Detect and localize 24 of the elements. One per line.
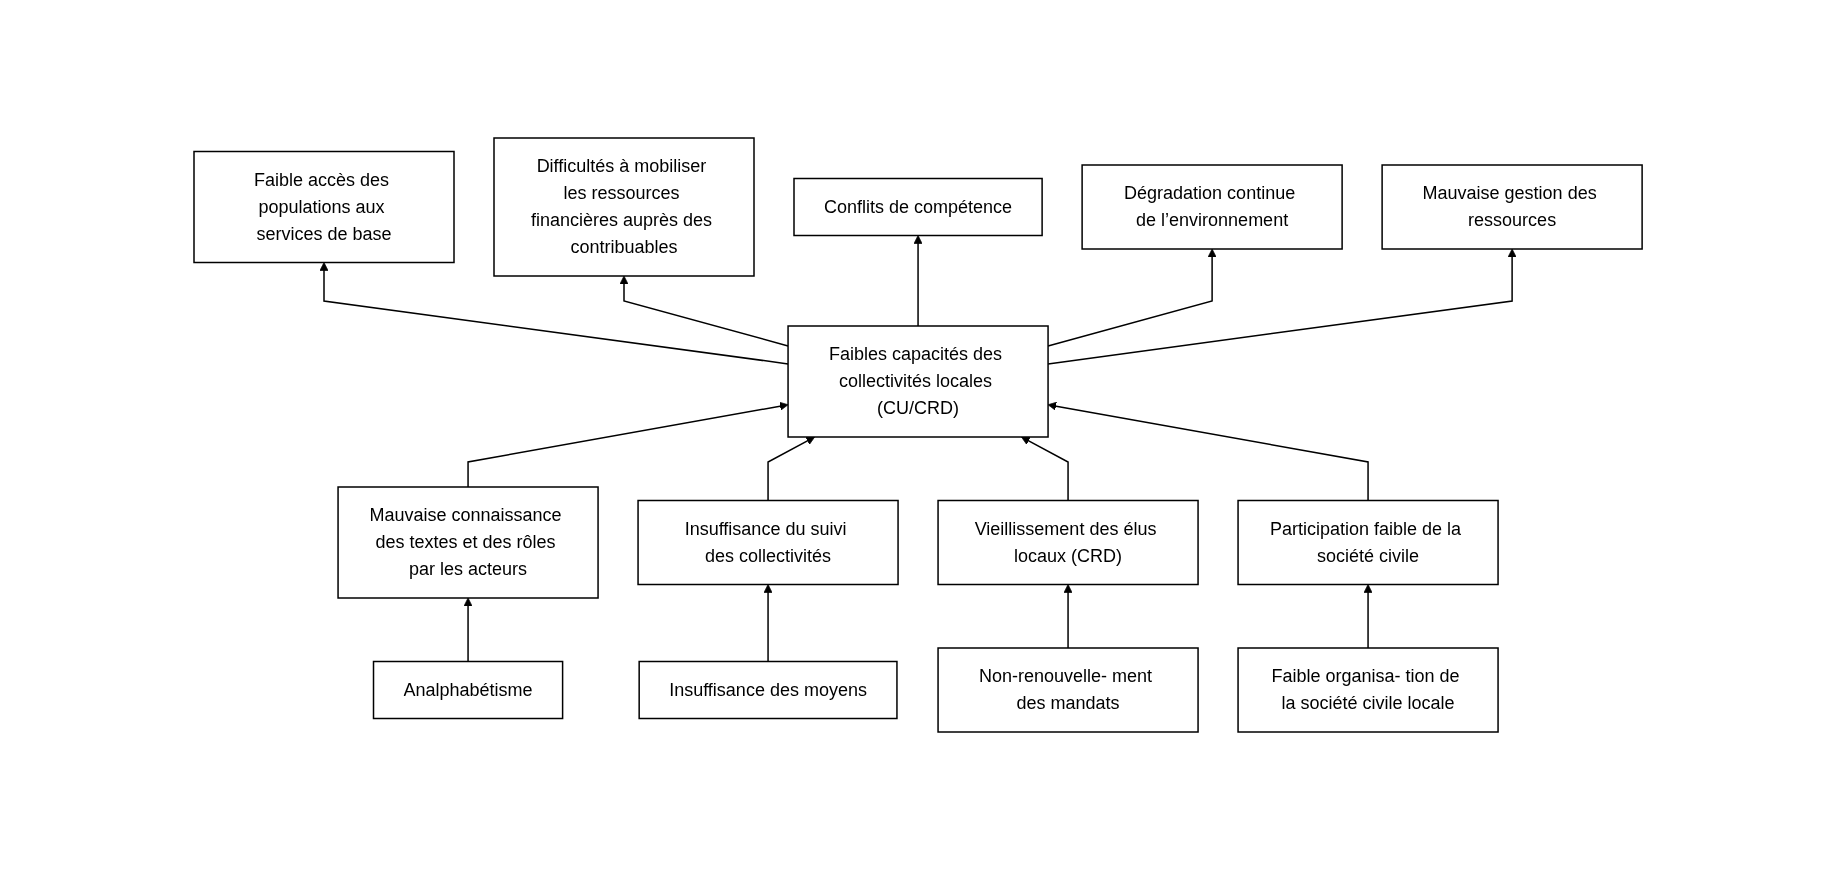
node-box: Insuffisance des moyens (638, 660, 898, 719)
arrow (763, 583, 773, 662)
node-box: Non-renouvelle- ment des mandats (937, 646, 1199, 733)
arrow (1063, 583, 1073, 649)
node-box: Vieillissement des élus locaux (CRD) (937, 499, 1199, 585)
node-box: Conflits de compétence (793, 177, 1043, 236)
node-box: Difficultés à mobiliser les ressources financières auprès des contribuables (493, 136, 755, 277)
node-box: Participation faible de la société civile (1237, 499, 1499, 585)
arrow (463, 597, 473, 662)
arrow (1021, 436, 1069, 501)
arrow (1047, 248, 1217, 347)
arrow (1047, 401, 1369, 501)
node-box: Mauvaise gestion des ressources (1381, 163, 1643, 250)
arrow (767, 436, 815, 501)
arrow (913, 234, 923, 327)
arrow (1363, 583, 1373, 649)
node-box: Faible organisa- tion de la société civile locale (1237, 646, 1499, 733)
node-box: Analphabétisme (372, 660, 564, 719)
node-box: Mauvaise connaissance des textes et des rôles par les acteurs (337, 485, 599, 599)
node-box: Dégradation continue de l’environnement (1081, 163, 1343, 250)
node-box: Insuffisance du suivi des collectivités (637, 499, 899, 585)
node-box: Faibles capacités des collectivités locales (CU/CRD) (787, 324, 1049, 438)
arrow (1047, 248, 1517, 365)
node-box: Faible accès des populations aux services de base (193, 150, 455, 263)
